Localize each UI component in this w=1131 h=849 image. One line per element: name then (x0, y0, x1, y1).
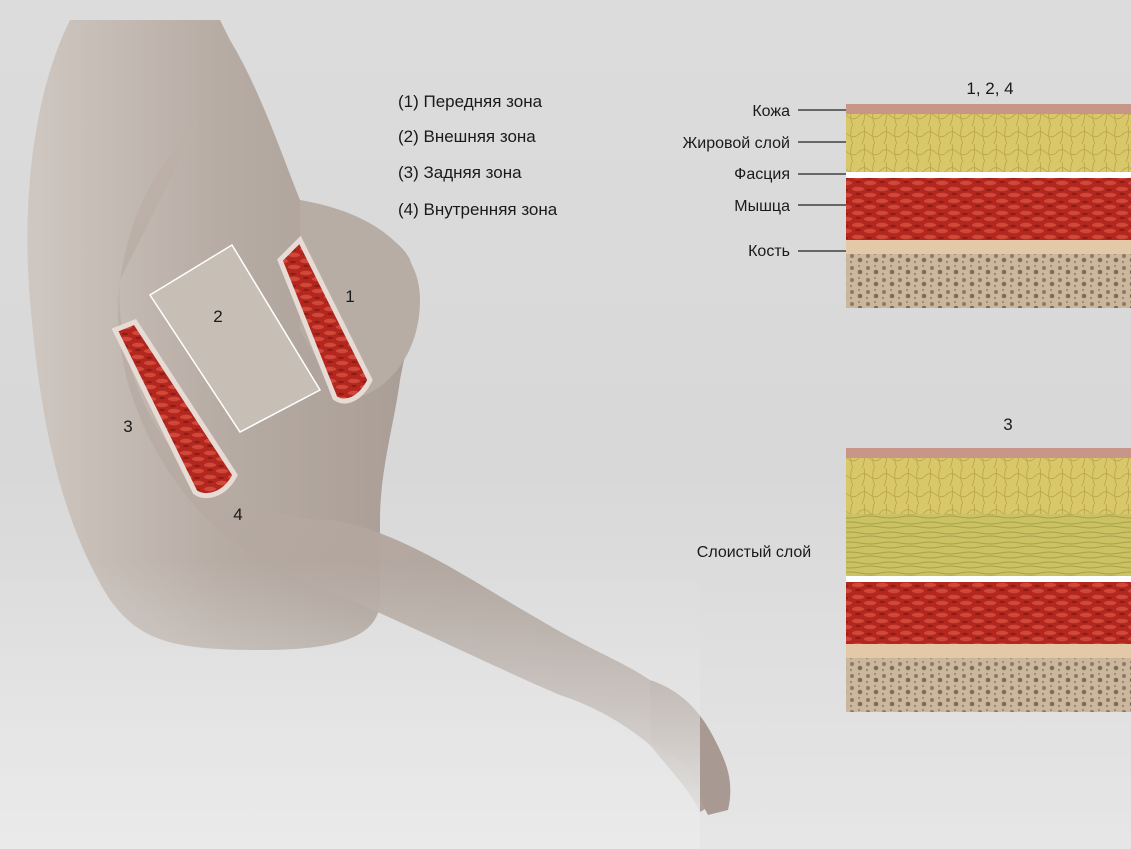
panel-bottom-title: 3 (1003, 415, 1012, 434)
panel-top-title: 1, 2, 4 (966, 79, 1013, 98)
zone-3-label: 3 (123, 417, 132, 436)
label-bone: Кость (748, 243, 790, 260)
female-torso-figure (0, 20, 730, 849)
layer-bone-b (846, 658, 1131, 712)
layer-skin-b (846, 448, 1131, 458)
layer-fat-b (846, 458, 1131, 514)
layer-muscle-b (846, 582, 1131, 644)
layer-periosteum-b (846, 644, 1131, 658)
legend-item-2: (2) Внешняя зона (398, 127, 536, 146)
label-muscle: Мышца (734, 198, 790, 215)
layer-fascia-b (846, 576, 1131, 582)
label-fat: Жировой слой (683, 135, 790, 152)
cross-section-top: 1, 2, 4 Кожа Жировой слой Фасция Мышца К… (683, 79, 1131, 308)
layer-periosteum (846, 240, 1131, 254)
legend-item-4: (4) Внутренняя зона (398, 200, 558, 219)
zone-legend: (1) Передняя зона (2) Внешняя зона (3) З… (398, 92, 558, 219)
layer-layered-fat (846, 514, 1131, 576)
label-skin: Кожа (752, 103, 790, 120)
legend-item-1: (1) Передняя зона (398, 92, 543, 111)
layer-skin (846, 104, 1131, 114)
legend-item-3: (3) Задняя зона (398, 163, 522, 182)
layer-fascia (846, 172, 1131, 178)
cross-section-bottom: 3 Слоистый слой (697, 415, 1131, 712)
label-fascia: Фасция (734, 166, 790, 183)
bottom-fade (0, 560, 700, 849)
zone-4-label: 4 (233, 505, 242, 524)
layer-muscle (846, 178, 1131, 240)
layer-fat (846, 114, 1131, 172)
zone-2-label: 2 (213, 307, 222, 326)
label-layered: Слоистый слой (697, 544, 811, 561)
zone-1-label: 1 (345, 287, 354, 306)
layer-bone (846, 254, 1131, 308)
